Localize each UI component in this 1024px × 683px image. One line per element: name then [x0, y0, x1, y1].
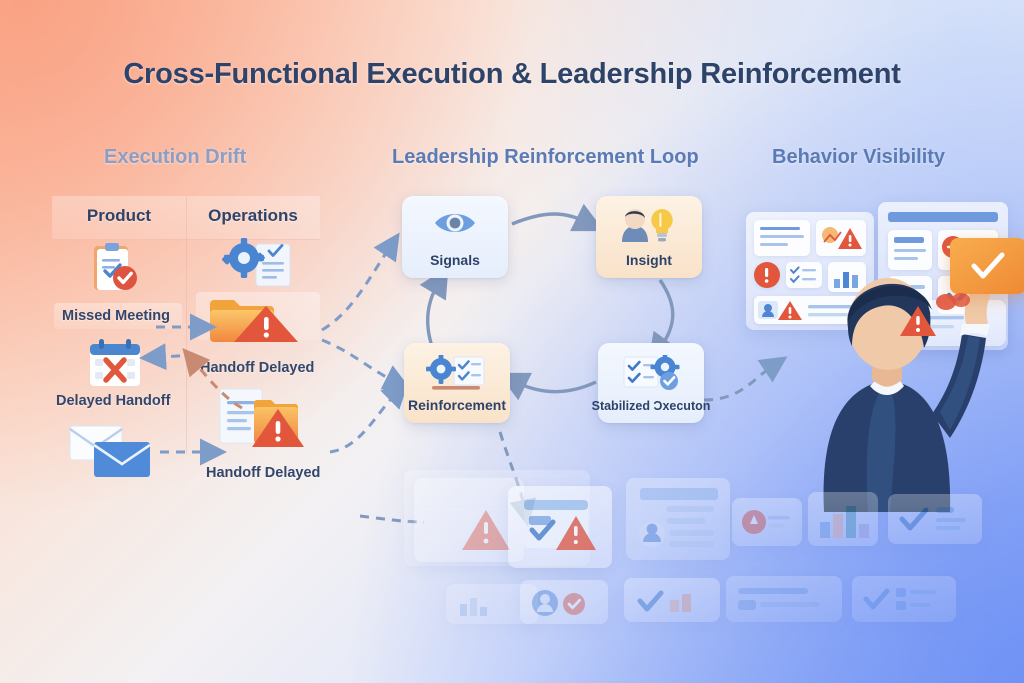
alert-exclamation-icon	[764, 268, 769, 283]
avatar-alert-tile	[754, 296, 866, 324]
execution-drift-table: Product Operations	[52, 196, 320, 240]
cell-label-missed-meeting: Missed Meeting	[62, 308, 170, 324]
check-list-icon	[790, 266, 816, 284]
bottom-card-check-right[interactable]	[852, 576, 956, 622]
gear-document-icon	[222, 238, 291, 287]
loop-arrow-stabilized-to-reinforcement	[497, 372, 597, 401]
section-heading-leadership-loop: Leadership Reinforcement Loop	[392, 146, 699, 168]
loop-arrow-reinforcement-to-signals	[419, 266, 449, 353]
bar-small-icon	[460, 598, 487, 616]
cell-label-delayed-handoff: Delayed Handoff	[56, 393, 171, 409]
cell-label-handoff-delayed-2: Handoff Delayed	[206, 465, 321, 481]
bottom-card-bar-chart[interactable]	[808, 492, 878, 546]
check-icon	[971, 252, 1005, 279]
bottom-card-text-lines[interactable]	[726, 576, 842, 622]
loop-node-insight[interactable]: Insight	[596, 196, 702, 278]
envelopes-icon	[69, 425, 151, 477]
check-right-icon	[863, 588, 936, 610]
section-heading-behavior-visibility: Behavior Visibility	[772, 146, 946, 168]
check-list-icon	[899, 507, 966, 531]
gear-checklist-icon	[426, 355, 485, 390]
loop-node-signals[interactable]: Signals	[402, 196, 508, 278]
loop-node-label-insight: Insight	[626, 252, 672, 268]
bottom-card-bar-small[interactable]	[446, 584, 538, 624]
avatar-alert-icon	[758, 301, 858, 320]
alert-circle-tile	[754, 262, 780, 288]
bottom-card-avatar-check[interactable]	[520, 580, 608, 624]
document-folder-warning-icon	[219, 388, 304, 447]
stabilized-to-behavior-arrow	[703, 356, 788, 402]
bar-chart-tile	[828, 262, 866, 292]
section-heading-execution-drift: Execution Drift	[104, 146, 247, 168]
cell-chip-missed-meeting	[54, 303, 182, 329]
bottom-dashed-connector	[359, 514, 425, 524]
table-header-row	[52, 196, 320, 240]
person-pointing	[823, 278, 990, 512]
calendar-x-icon	[90, 339, 140, 386]
table-column-divider	[186, 196, 187, 454]
avatar-check-icon	[532, 590, 585, 616]
folder-warning-icon	[210, 300, 298, 342]
drift-arrow-3	[139, 343, 197, 371]
loop-arrow-insight-to-stabilized	[648, 279, 679, 365]
bar-chart-icon	[834, 272, 858, 288]
page-title: Cross-Functional Execution & Leadership …	[123, 58, 901, 90]
bottom-card-avatar[interactable]	[626, 478, 730, 560]
checklist-tile	[786, 262, 822, 288]
loop-node-label-stabilized-execution: Stabilized Ɔxecuton	[591, 399, 711, 413]
loop-arrow-signals-to-insight	[511, 203, 605, 232]
bottom-card-check-list[interactable]	[888, 494, 982, 544]
clipboard-check-icon	[94, 243, 137, 290]
drift-arrow-to-reinforcement-1	[321, 338, 411, 390]
text-lines-icon	[738, 588, 820, 610]
orange-check-badge[interactable]	[950, 238, 1024, 294]
text-block-tile	[888, 230, 932, 270]
bar-chart-icon	[820, 506, 869, 538]
loop-node-label-reinforcement: Reinforcement	[407, 397, 507, 413]
person-lightbulb-icon	[622, 209, 673, 242]
drift-arrow-to-signals	[321, 232, 400, 332]
check-warning-icon	[524, 500, 596, 550]
loop-node-reinforcement[interactable]: Reinforcement	[404, 343, 510, 423]
drift-arrow-to-reinforcement-2	[329, 381, 409, 454]
header-bar-tile	[888, 212, 998, 222]
drift-arrow-4	[182, 348, 243, 410]
bottom-card-warning-left[interactable]	[414, 478, 524, 562]
checklist-gear-icon	[623, 355, 680, 390]
alert-round-icon	[742, 510, 790, 534]
cell-label-handoff-delayed-1: Handoff Delayed	[200, 360, 315, 376]
avatar-icon	[639, 488, 718, 547]
behavior-panel-left[interactable]	[746, 212, 874, 330]
warning-badge-tile	[816, 220, 866, 256]
alert-triangle-mid-icon	[900, 306, 936, 336]
loop-node-label-signals: Signals	[430, 252, 480, 268]
bottom-card-alert-round[interactable]	[732, 498, 802, 546]
bottom-card-check-warning[interactable]	[508, 486, 612, 568]
loop-node-stabilized-execution[interactable]: Stabilized Ɔxecuton	[592, 343, 710, 423]
warning-triangle-icon	[462, 510, 510, 550]
bottom-card-check-bar[interactable]	[624, 578, 720, 622]
eye-icon	[435, 214, 475, 232]
pointer-highlight-icon	[936, 293, 970, 310]
check-bar-icon	[637, 590, 691, 612]
table-column-header-product: Product	[86, 206, 152, 225]
table-column-header-operations: Operations	[208, 206, 298, 225]
text-lines-tile	[754, 220, 810, 256]
warning-triangle-icon	[822, 227, 862, 249]
